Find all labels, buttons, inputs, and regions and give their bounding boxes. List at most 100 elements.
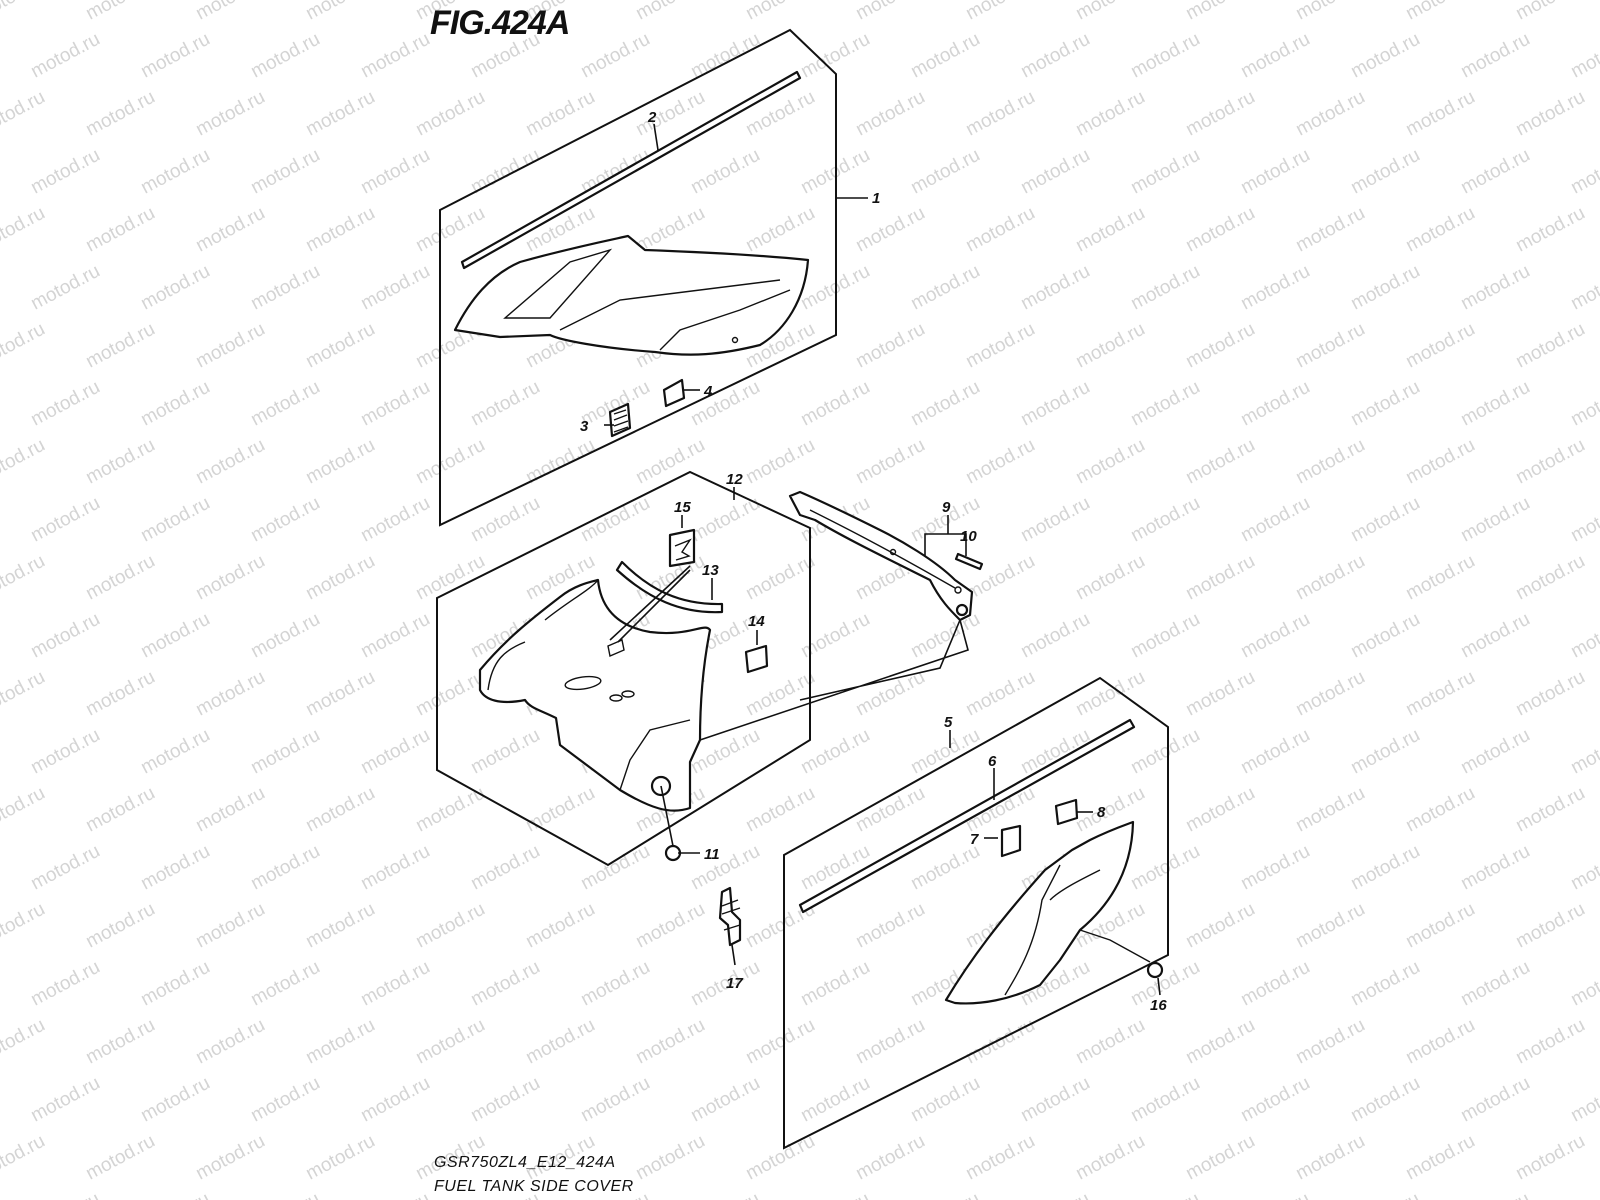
watermark-text: motod.ru <box>1292 87 1368 141</box>
watermark-text: motod.ru <box>852 899 928 953</box>
watermark-text: motod.ru <box>1457 261 1533 315</box>
watermark-text: motod.ru <box>1072 667 1148 721</box>
watermark-text: motod.ru <box>192 551 268 605</box>
watermark-text: motod.ru <box>1017 609 1093 663</box>
watermark-text: motod.ru <box>1127 493 1203 547</box>
watermark-text: motod.ru <box>192 0 268 24</box>
watermark-text: motod.ru <box>687 841 763 895</box>
watermark-text: motod.ru <box>192 667 268 721</box>
watermark-text: motod.ru <box>1072 551 1148 605</box>
watermark-text: motod.ru <box>1347 1189 1423 1200</box>
callout-8[interactable]: 8 <box>1097 804 1106 821</box>
watermark-text: motod.ru <box>357 725 433 779</box>
callout-2[interactable]: 2 <box>647 109 657 126</box>
part-8-pad[interactable] <box>1054 798 1079 826</box>
part-4-pad[interactable] <box>662 378 686 408</box>
watermark-text: motod.ru <box>1457 29 1533 83</box>
watermark-text: motod.ru <box>27 1073 103 1127</box>
watermark-text: motod.ru <box>577 29 653 83</box>
watermark-text: motod.ru <box>742 87 818 141</box>
watermark-text: motod.ru <box>742 1015 818 1069</box>
callout-5[interactable]: 5 <box>944 714 953 731</box>
part-12-center-panel[interactable] <box>478 578 712 812</box>
watermark-text: motod.ru <box>1017 377 1093 431</box>
callout-1[interactable]: 1 <box>872 190 880 207</box>
watermark-text: motod.ru <box>302 203 378 257</box>
watermark-text: motod.ru <box>302 1131 378 1185</box>
part-6-trim-strip[interactable] <box>798 718 1136 914</box>
watermark-text: motod.ru <box>1567 1189 1600 1200</box>
watermark-text: motod.ru <box>962 667 1038 721</box>
watermark-text: motod.ru <box>962 203 1038 257</box>
callout-16[interactable]: 16 <box>1150 997 1167 1014</box>
part-16-screw[interactable] <box>1146 961 1164 979</box>
watermark-text: motod.ru <box>1402 899 1478 953</box>
assembly-frame-5 <box>783 676 1169 1150</box>
part-9-bracket[interactable] <box>788 490 974 622</box>
watermark-text: motod.ru <box>907 1189 983 1200</box>
watermark-text: motod.ru <box>1237 29 1313 83</box>
watermark-text: motod.ru <box>577 841 653 895</box>
watermark-text: motod.ru <box>412 1015 488 1069</box>
callout-4[interactable]: 4 <box>703 383 713 400</box>
watermark-text: motod.ru <box>577 1073 653 1127</box>
watermark-text: motod.ru <box>1127 609 1203 663</box>
watermark-text: motod.ru <box>27 609 103 663</box>
part-17-fastener[interactable] <box>718 886 742 966</box>
watermark-text: motod.ru <box>1457 145 1533 199</box>
watermark-text: motod.ru <box>1292 203 1368 257</box>
watermark-text: motod.ru <box>1237 957 1313 1011</box>
part-15-emblem[interactable] <box>609 528 696 643</box>
watermark-text: motod.ru <box>1402 783 1478 837</box>
part-3-clip[interactable] <box>608 402 632 438</box>
callout-10[interactable]: 10 <box>960 528 977 545</box>
watermark-text: motod.ru <box>1512 551 1588 605</box>
watermark-text: motod.ru <box>742 435 818 489</box>
callout-17[interactable]: 17 <box>726 975 743 992</box>
watermark-text: motod.ru <box>1292 319 1368 373</box>
callout-15[interactable]: 15 <box>674 499 691 516</box>
watermark-text: motod.ru <box>797 725 873 779</box>
callout-9[interactable]: 9 <box>942 499 951 516</box>
watermark-text: motod.ru <box>1292 899 1368 953</box>
watermark-text: motod.ru <box>1237 261 1313 315</box>
watermark-text: motod.ru <box>247 145 323 199</box>
part-2-trim-strip[interactable] <box>460 70 802 270</box>
callout-6[interactable]: 6 <box>988 753 997 770</box>
part-10-pin[interactable] <box>954 552 984 571</box>
callout-7[interactable]: 7 <box>970 831 979 848</box>
part-1-side-cover[interactable] <box>453 234 810 356</box>
callout-labels: 2 1 3 4 12 15 13 14 9 10 11 5 6 7 8 16 1… <box>580 109 1167 1014</box>
callout-14[interactable]: 14 <box>748 613 765 630</box>
callout-12[interactable]: 12 <box>726 471 743 488</box>
watermark-text: motod.ru <box>1072 87 1148 141</box>
watermark-text: motod.ru <box>797 609 873 663</box>
watermark-text: motod.ru <box>962 435 1038 489</box>
watermark-text: motod.ru <box>1127 29 1203 83</box>
watermark-text: motod.ru <box>632 899 708 953</box>
watermark-text: motod.ru <box>962 1015 1038 1069</box>
watermark-text: motod.ru <box>0 0 49 24</box>
watermark-text: motod.ru <box>247 1073 323 1127</box>
callout-13[interactable]: 13 <box>702 562 719 579</box>
watermark-text: motod.ru <box>82 0 158 24</box>
watermark-text: motod.ru <box>467 725 543 779</box>
part-7-pad[interactable] <box>1000 824 1022 858</box>
watermark-text: motod.ru <box>1237 1189 1313 1200</box>
watermark-text: motod.ru <box>1017 1189 1093 1200</box>
callout-3[interactable]: 3 <box>580 418 589 435</box>
watermark-text: motod.ru <box>137 145 213 199</box>
watermark-text: motod.ru <box>1347 725 1423 779</box>
watermark-text: motod.ru <box>1347 261 1423 315</box>
part-14-pad[interactable] <box>744 644 769 674</box>
callout-11[interactable]: 11 <box>704 846 720 863</box>
watermark-text: motod.ru <box>192 899 268 953</box>
part-13-decal-strip[interactable] <box>615 560 724 614</box>
watermark-text: motod.ru <box>1072 1015 1148 1069</box>
watermark-text: motod.ru <box>962 87 1038 141</box>
watermark-text: motod.ru <box>1402 551 1478 605</box>
watermark-text: motod.ru <box>82 899 158 953</box>
part-5-side-cover[interactable] <box>944 820 1151 1005</box>
watermark-text: motod.ru <box>27 145 103 199</box>
watermark-text: motod.ru <box>192 1015 268 1069</box>
